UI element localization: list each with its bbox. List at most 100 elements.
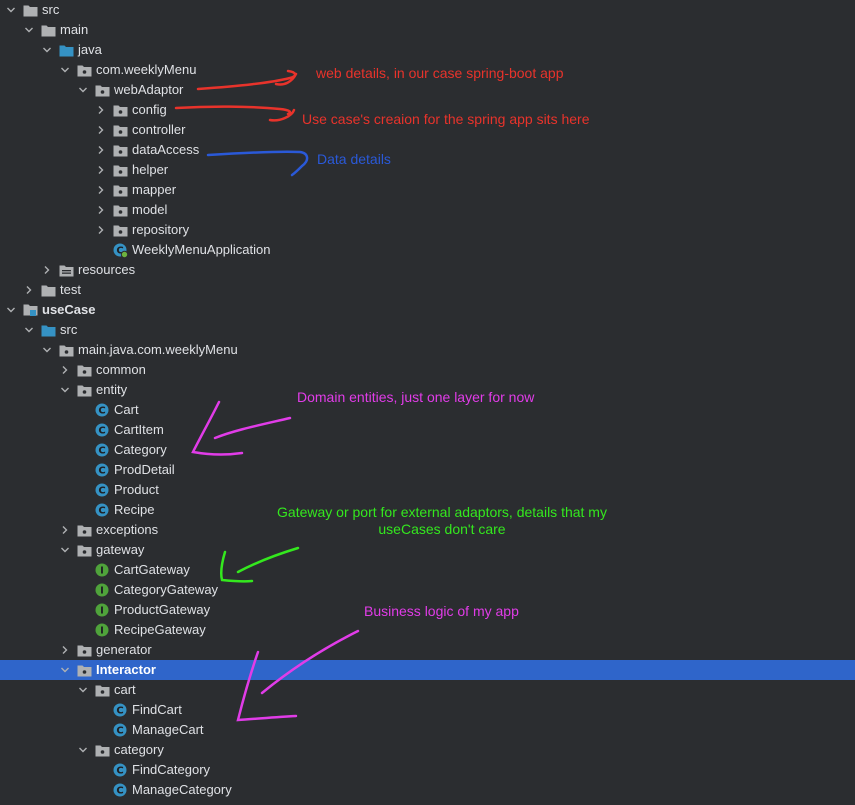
chevron-down-icon[interactable] <box>58 383 72 397</box>
chevron-right-icon[interactable] <box>94 143 108 157</box>
tree-item-label: generator <box>96 642 152 657</box>
tree-row[interactable]: exceptions <box>0 520 855 540</box>
chevron-right-icon[interactable] <box>58 643 72 657</box>
chevron-right-icon[interactable] <box>94 203 108 217</box>
chevron-spacer <box>76 483 90 497</box>
chevron-right-icon[interactable] <box>94 223 108 237</box>
tree-row[interactable]: com.weeklyMenu <box>0 60 855 80</box>
tree-item-label: main <box>60 22 89 37</box>
chevron-down-icon[interactable] <box>58 663 72 677</box>
tree-row[interactable]: config <box>0 100 855 120</box>
package-icon <box>94 682 110 698</box>
chevron-right-icon[interactable] <box>94 123 108 137</box>
tree-item-label: src <box>60 322 78 337</box>
tree-item-label: ManageCategory <box>132 782 232 797</box>
chevron-down-icon[interactable] <box>4 3 18 17</box>
chevron-right-icon[interactable] <box>94 103 108 117</box>
folder-icon <box>40 22 56 38</box>
chevron-down-icon[interactable] <box>76 683 90 697</box>
tree-item-label: java <box>78 42 102 57</box>
tree-row[interactable]: main <box>0 20 855 40</box>
tree-item-label: FindCategory <box>132 762 211 777</box>
chevron-right-icon[interactable] <box>58 523 72 537</box>
tree-row[interactable]: src <box>0 0 855 20</box>
tree-row[interactable]: gateway <box>0 540 855 560</box>
tree-item-label: category <box>114 742 164 757</box>
chevron-spacer <box>76 423 90 437</box>
tree-row[interactable]: test <box>0 280 855 300</box>
svg-text:I: I <box>100 566 104 577</box>
chevron-down-icon[interactable] <box>76 743 90 757</box>
folder-icon <box>22 2 38 18</box>
package-icon <box>112 202 128 218</box>
tree-row[interactable]: C Recipe <box>0 500 855 520</box>
tree-row[interactable]: cart <box>0 680 855 700</box>
tree-row[interactable]: C FindCategory <box>0 760 855 780</box>
tree-row[interactable]: dataAccess <box>0 140 855 160</box>
svg-text:C: C <box>98 506 105 517</box>
svg-text:C: C <box>116 706 123 717</box>
tree-row[interactable]: main.java.com.weeklyMenu <box>0 340 855 360</box>
tree-row[interactable]: resources <box>0 260 855 280</box>
chevron-spacer <box>94 783 108 797</box>
package-icon <box>76 362 92 378</box>
chevron-right-icon[interactable] <box>94 163 108 177</box>
annotation-gateway-line1: Gateway or port for external adaptors, d… <box>277 504 607 520</box>
tree-row[interactable]: mapper <box>0 180 855 200</box>
chevron-down-icon[interactable] <box>76 83 90 97</box>
tree-row[interactable]: category <box>0 740 855 760</box>
tree-row[interactable]: entity <box>0 380 855 400</box>
chevron-down-icon[interactable] <box>22 23 36 37</box>
chevron-right-icon[interactable] <box>94 183 108 197</box>
class-icon: C <box>112 702 128 718</box>
package-icon <box>94 82 110 98</box>
tree-row[interactable]: model <box>0 200 855 220</box>
tree-row[interactable]: repository <box>0 220 855 240</box>
tree-row[interactable]: useCase <box>0 300 855 320</box>
chevron-down-icon[interactable] <box>58 543 72 557</box>
svg-text:C: C <box>98 406 105 417</box>
tree-row[interactable]: java <box>0 40 855 60</box>
chevron-right-icon[interactable] <box>58 363 72 377</box>
svg-text:C: C <box>116 766 123 777</box>
chevron-down-icon[interactable] <box>40 343 54 357</box>
tree-row[interactable]: common <box>0 360 855 380</box>
tree-row[interactable]: helper <box>0 160 855 180</box>
chevron-down-icon[interactable] <box>40 43 54 57</box>
svg-text:C: C <box>98 426 105 437</box>
chevron-down-icon[interactable] <box>22 323 36 337</box>
class-icon: C <box>94 462 110 478</box>
tree-item-label: dataAccess <box>132 142 200 157</box>
tree-row[interactable]: src <box>0 320 855 340</box>
tree-item-label: Recipe <box>114 502 155 517</box>
chevron-right-icon[interactable] <box>22 283 36 297</box>
tree-row[interactable]: webAdaptor <box>0 80 855 100</box>
package-icon <box>112 142 128 158</box>
chevron-down-icon[interactable] <box>58 63 72 77</box>
tree-item-label: ProductGateway <box>114 602 211 617</box>
tree-row[interactable]: Interactor <box>0 660 855 680</box>
tree-item-label: WeeklyMenuApplication <box>132 242 271 257</box>
tree-row[interactable]: generator <box>0 640 855 660</box>
chevron-right-icon[interactable] <box>40 263 54 277</box>
svg-text:I: I <box>100 626 104 637</box>
tree-row[interactable]: controller <box>0 120 855 140</box>
chevron-down-icon[interactable] <box>4 303 18 317</box>
svg-text:C: C <box>98 486 105 497</box>
chevron-spacer <box>76 563 90 577</box>
annotation-gateway-line2: useCases don't care <box>378 521 506 537</box>
